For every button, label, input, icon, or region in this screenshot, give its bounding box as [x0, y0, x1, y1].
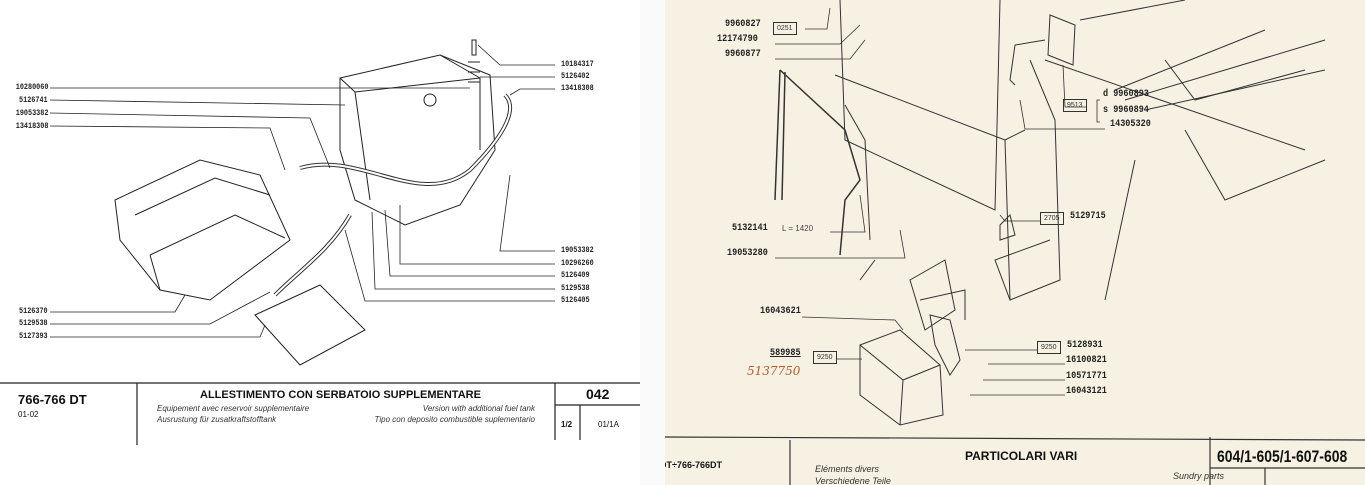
title-de: Verschiedene Teile	[815, 476, 891, 485]
part-number: 5126409	[561, 271, 590, 280]
part-number: 16043621	[760, 306, 801, 317]
model-sub: 01-02	[18, 410, 39, 419]
part-number: d 9960893	[1103, 89, 1149, 100]
qty-code-box: 9250	[1037, 341, 1061, 354]
part-number: 19053280	[727, 248, 768, 259]
part-number: 10280060	[15, 83, 48, 92]
catalog-page-fuel-tank: 10280060 5126741 19053382 13418308 51263…	[0, 0, 640, 485]
part-number: 14305320	[1110, 119, 1151, 130]
part-number: 5126370	[19, 307, 48, 316]
catalog-page-sundry-parts: 9960827 0251 12174790 9960877 9513 d 996…	[665, 0, 1365, 485]
model-name: 766-766 DT	[18, 392, 87, 407]
part-number: 5129538	[19, 319, 48, 328]
part-number: 5132141	[732, 223, 768, 234]
part-number: 5126741	[19, 96, 48, 105]
part-number-struck: 589985	[770, 348, 801, 359]
qty-code-box: 9513	[1063, 99, 1087, 112]
part-number: 9960827	[725, 19, 761, 30]
part-number: s 9960894	[1103, 105, 1149, 116]
part-number: 5126402	[561, 72, 590, 81]
model-name: DT÷766-766DT	[665, 460, 722, 470]
part-number: 16100821	[1066, 355, 1107, 366]
part-number: 13418308	[15, 122, 48, 131]
length-spec: L = 1420	[782, 224, 814, 233]
part-number: 10184317	[561, 60, 594, 69]
fuel-tank-exploded-drawing	[0, 39, 640, 445]
title-en: Version with additional fuel tank	[422, 404, 535, 413]
title-fr: Eléments divers	[815, 464, 880, 474]
cab-parts-exploded-drawing	[665, 0, 1365, 485]
page-title: ALLESTIMENTO CON SERBATOIO SUPPLEMENTARE	[200, 389, 481, 401]
part-number: 9960877	[725, 49, 761, 60]
sheet-number: 1/2	[561, 420, 573, 429]
title-en: Sundry parts	[1173, 471, 1225, 481]
part-number: 10296260	[561, 259, 594, 268]
page-code: 042	[586, 386, 610, 402]
part-number: 5127393	[19, 332, 48, 341]
part-number: 19053382	[561, 246, 594, 255]
handwritten-part-number: 5137750	[747, 364, 801, 378]
page-title: PARTICOLARI VARI	[965, 449, 1078, 463]
title-es: Tipo con deposito combustible suplementa…	[374, 415, 535, 424]
qty-code-box: 9250	[813, 351, 837, 364]
page-code: 604/1-605/1-607-608	[1217, 447, 1348, 466]
part-number: 10571771	[1066, 371, 1107, 382]
qty-code-box: 0251	[773, 22, 797, 35]
part-number: 19053382	[15, 109, 48, 118]
part-number: 5129715	[1070, 211, 1106, 222]
part-number: 12174790	[717, 34, 758, 45]
qty-code-box: 2705	[1040, 212, 1064, 225]
title-fr: Equipement avec reservoir supplementaire	[157, 404, 310, 413]
title-de: Ausrustung für zusatkraftstofftank	[157, 415, 277, 424]
part-number: 16043121	[1066, 386, 1107, 397]
page-gap	[640, 0, 665, 485]
part-number: 5126405	[561, 296, 590, 305]
part-number: 5128931	[1067, 340, 1103, 351]
part-number: 13418308	[561, 84, 594, 93]
part-number: 5129538	[561, 284, 590, 293]
revision: 01/1A	[598, 420, 619, 429]
